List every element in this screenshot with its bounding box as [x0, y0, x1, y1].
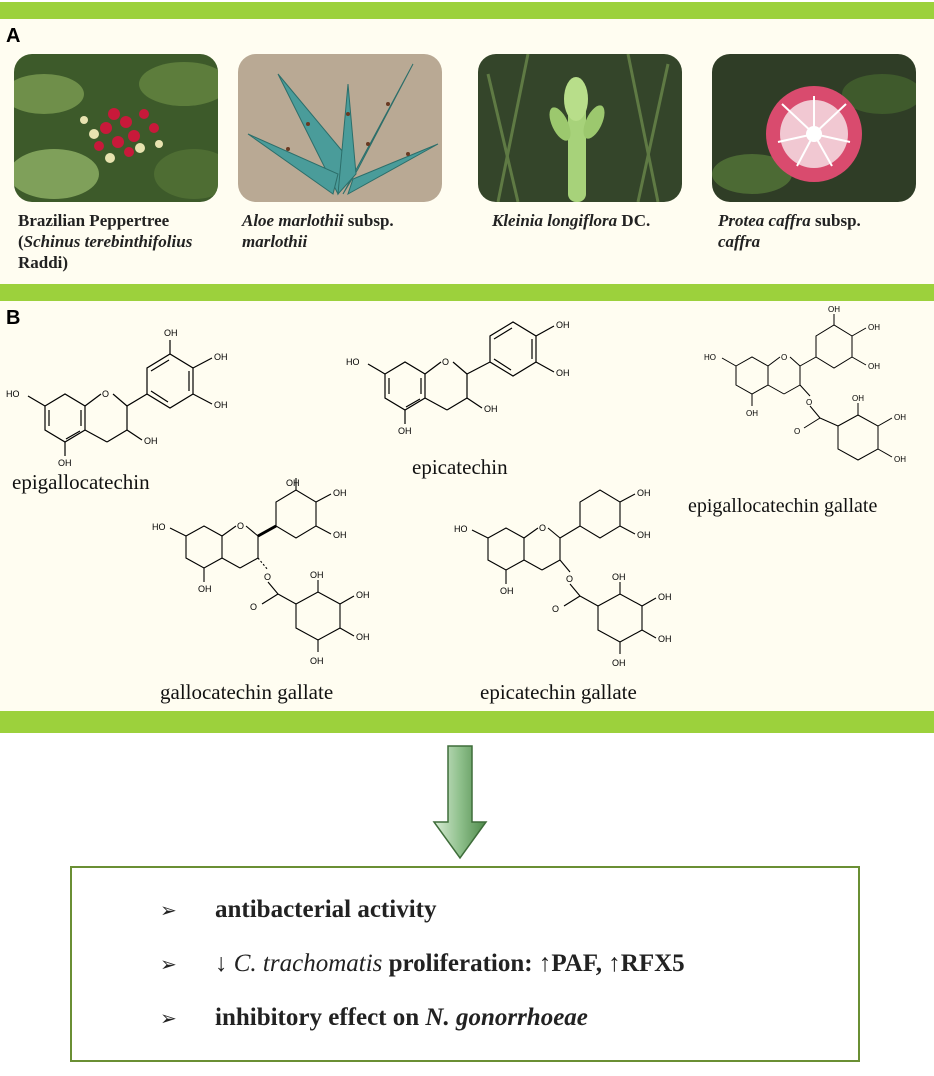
atom-label: O: [566, 574, 573, 584]
atom-label: OH: [398, 426, 412, 436]
atom-label: OH: [868, 362, 880, 371]
atom-label: OH: [828, 306, 840, 314]
atom-label: O: [237, 521, 244, 531]
atom-label: OH: [214, 400, 228, 410]
compound-name: epigallocatechin gallate: [688, 495, 878, 517]
atom-label: OH: [637, 488, 651, 498]
caption-species: Schinus terebinthifolius: [23, 232, 193, 251]
photo-aloe-marlothii: [238, 54, 442, 202]
caption-protea-caffra: Protea caffra subsp. caffra: [718, 210, 861, 252]
atom-label: OH: [333, 530, 347, 540]
panel-b-background: [0, 301, 934, 711]
caption-kleinia-longiflora: Kleinia longiflora DC.: [492, 210, 650, 231]
atom-label: OH: [310, 656, 324, 666]
compound-name: epigallocatechin: [12, 470, 150, 494]
atom-label: OH: [310, 570, 324, 580]
atom-label: OH: [484, 404, 498, 414]
effect-text: antibacterial activity: [215, 896, 437, 923]
atom-label: OH: [852, 394, 864, 403]
bottom-band: [0, 711, 934, 733]
compound-name: gallocatechin gallate: [160, 680, 334, 704]
atom-label: OH: [333, 488, 347, 498]
caption-aloe-marlothii: Aloe marlothii subsp. marlothii: [242, 210, 394, 252]
atom-label: OH: [868, 323, 880, 332]
panel-b-label: B: [6, 307, 21, 329]
atom-label: OH: [894, 455, 906, 464]
top-band: [0, 2, 934, 19]
bullet-arrow-icon: ➢: [160, 952, 177, 976]
caption-genus-species: Kleinia longiflora: [492, 211, 618, 230]
structure-epigallocatechin: OH OH OH O HO OH OH: [0, 296, 250, 471]
atom-label: O: [794, 427, 800, 436]
structure-epicatechin-gallate: OH OH O HO OH O O OH OH OH OH: [452, 484, 682, 674]
caption-authority: DC.: [617, 211, 651, 230]
bullet-arrow-icon: ➢: [160, 898, 177, 922]
atom-label: HO: [152, 522, 166, 532]
caption-subspecies: caffra: [718, 232, 761, 251]
atom-label: OH: [612, 658, 626, 668]
atom-label: O: [781, 353, 787, 362]
photo-protea-caffra: [712, 54, 916, 202]
atom-label: OH: [58, 458, 72, 468]
atom-label: OH: [214, 352, 228, 362]
compound-name: epicatechin gallate: [480, 680, 637, 704]
atom-label: HO: [704, 353, 716, 362]
atom-label: OH: [500, 586, 514, 596]
organism-name: C. trachomatis: [233, 950, 383, 977]
atom-label: OH: [658, 634, 672, 644]
caption-line-1: Brazilian Peppertree: [18, 211, 170, 230]
atom-label: OH: [356, 590, 370, 600]
effect-item-antibacterial: ➢ antibacterial activity: [160, 896, 436, 924]
atom-label: HO: [346, 357, 360, 367]
effect-text: proliferation: ↑PAF, ↑RFX5: [382, 950, 685, 977]
organism-name: N. gonorrhoeae: [425, 1004, 588, 1031]
atom-label: OH: [612, 572, 626, 582]
atom-label: OH: [286, 478, 300, 488]
caption-subsp: subsp.: [343, 211, 394, 230]
middle-band: [0, 284, 934, 301]
atom-label: OH: [637, 530, 651, 540]
structure-epigallocatechin-gallate: OH OH OH O HO OH O O OH OH OH: [700, 305, 920, 496]
caption-genus-species: Aloe marlothii: [242, 211, 344, 230]
atom-label: OH: [556, 368, 570, 378]
atom-label: O: [539, 523, 546, 533]
bullet-arrow-icon: ➢: [160, 1006, 177, 1030]
structure-epicatechin: OH OH O HO OH OH: [340, 316, 580, 466]
caption-brazilian-peppertree: Brazilian Peppertree (Schinus terebinthi…: [18, 210, 192, 273]
compound-name: epicatechin: [412, 455, 508, 479]
atom-label: OH: [556, 320, 570, 330]
atom-label: OH: [746, 409, 758, 418]
photo-brazilian-peppertree: [14, 54, 218, 202]
atom-label: OH: [144, 436, 158, 446]
atom-label: O: [442, 357, 449, 367]
effect-text: inhibitory effect on: [215, 1004, 426, 1031]
caption-authority: Raddi): [18, 253, 69, 272]
atom-label: OH: [658, 592, 672, 602]
atom-label: O: [250, 602, 257, 612]
atom-label: OH: [198, 584, 212, 594]
caption-paren-open: (: [18, 232, 24, 251]
atom-label: O: [552, 604, 559, 614]
atom-label: OH: [894, 413, 906, 422]
down-arrow-icon: [430, 744, 490, 860]
caption-subspecies: marlothii: [242, 232, 308, 251]
atom-label: OH: [164, 328, 178, 338]
caption-genus-species: Protea caffra: [718, 211, 811, 230]
atom-label: O: [806, 398, 812, 407]
atom-label: O: [264, 572, 271, 582]
effect-item-gonorrhoeae: ➢ inhibitory effect on N. gonorrhoeae: [160, 1004, 588, 1032]
effect-item-chlamydia: ➢ ↓ C. trachomatis proliferation: ↑PAF, ↑…: [160, 950, 685, 978]
panel-a-label: A: [6, 25, 21, 47]
structure-gallocatechin-gallate: OH OH OH O HO OH O O OH OH OH OH: [150, 476, 380, 676]
decrease-arrow: ↓: [215, 950, 234, 977]
atom-label: O: [102, 389, 109, 399]
atom-label: HO: [454, 524, 468, 534]
atom-label: HO: [6, 389, 20, 399]
photo-kleinia-longiflora: [478, 54, 682, 202]
atom-label: OH: [356, 632, 370, 642]
effects-box: ➢ antibacterial activity ➢ ↓ C. trachomati…: [70, 866, 860, 1062]
caption-subsp: subsp.: [810, 211, 861, 230]
